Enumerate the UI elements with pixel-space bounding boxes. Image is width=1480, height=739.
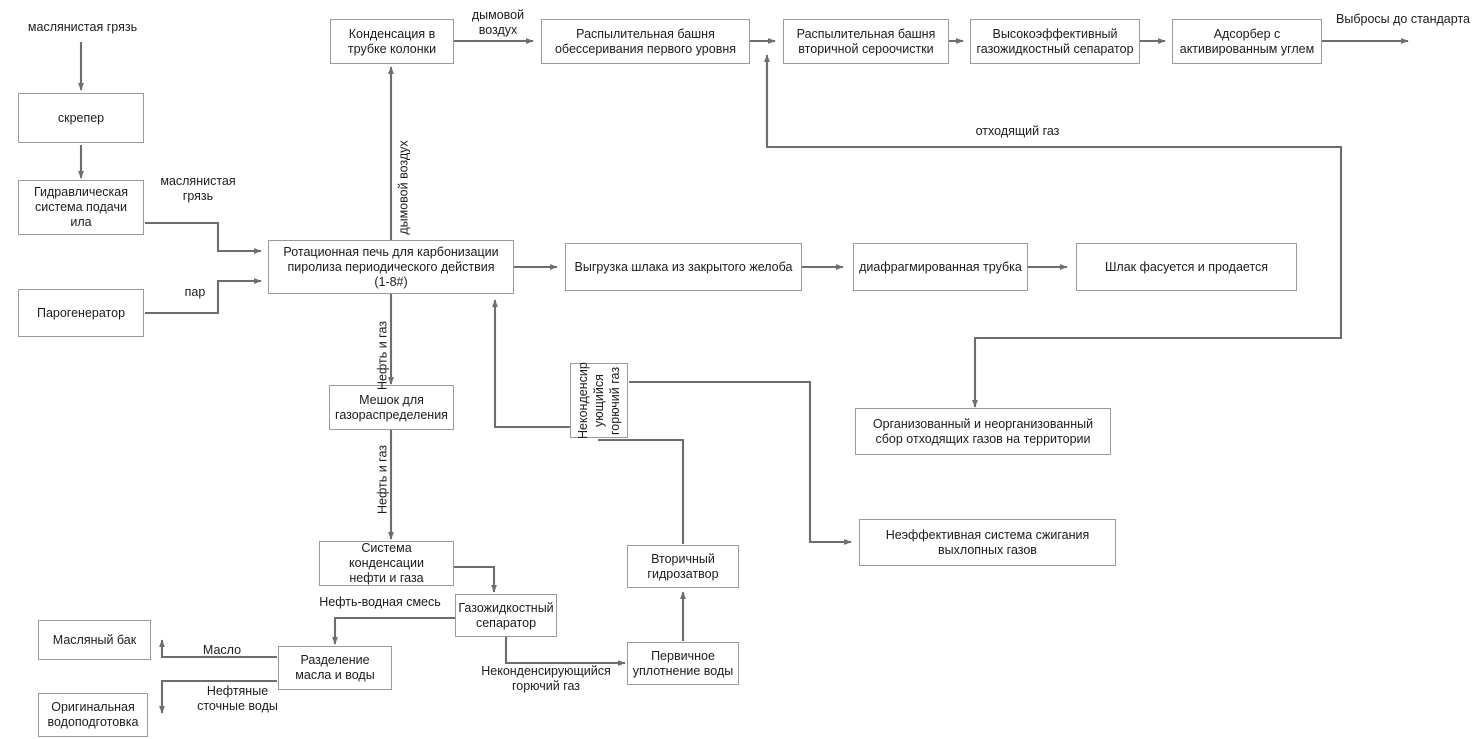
node-activated-carbon-adsorber[interactable]: Адсорбер с активированным углем <box>1172 19 1322 64</box>
node-high-efficiency-gas-liquid-separator[interactable]: Высокоэффективный газожидкостный сепарат… <box>970 19 1140 64</box>
wire-waste-gas-loop <box>765 63 1343 408</box>
label-steam: пар <box>184 285 206 299</box>
label-oily-sludge-mid: маслянистая грязь <box>160 174 236 203</box>
node-spray-tower-first[interactable]: Распылительная башня обессеривания перво… <box>541 19 750 64</box>
node-slag-packed-sold[interactable]: Шлак фасуется и продается <box>1076 243 1297 291</box>
node-rotary-kiln[interactable]: Ротационная печь для карбонизации пироли… <box>268 240 514 294</box>
node-hydraulic-sludge-feed[interactable]: Гидравлическая система подачи ила <box>18 180 144 235</box>
node-scraper[interactable]: скрепер <box>18 93 144 143</box>
node-secondary-water-seal[interactable]: Вторичный гидрозатвор <box>627 545 739 588</box>
node-column-tube-condensation[interactable]: Конденсация в трубке колонки <box>330 19 454 64</box>
node-diaphragm-tube[interactable]: диафрагмированная трубка <box>853 243 1028 291</box>
node-original-water-treatment[interactable]: Оригинальная водоподготовка <box>38 693 148 737</box>
wire-noncond-to-incineration <box>629 380 852 546</box>
label-oil-and-gas-upper: Нефть и газ <box>375 321 390 390</box>
node-spray-tower-second[interactable]: Распылительная башня вторичной сероочист… <box>783 19 949 64</box>
node-oil-tank[interactable]: Масляный бак <box>38 620 151 660</box>
node-inefficient-incineration[interactable]: Неэффективная система сжигания выхлопных… <box>859 519 1116 566</box>
node-gas-liquid-separator[interactable]: Газожидкостный сепаратор <box>455 594 557 637</box>
label-flue-air-top: дымовой воздух <box>471 8 525 37</box>
node-oil-gas-condensation-system[interactable]: Система конденсации нефти и газа <box>319 541 454 586</box>
label-oil-and-gas-lower: Нефть и газ <box>375 445 390 514</box>
wire-separator-to-primary <box>504 637 626 667</box>
label-oily-wastewater: Нефтяные сточные воды <box>197 684 278 713</box>
wire-hydraulic-to-kiln <box>145 221 262 255</box>
node-steam-generator[interactable]: Парогенератор <box>18 289 144 337</box>
node-organized-collection[interactable]: Организованный и неорганизованный сбор о… <box>855 408 1111 455</box>
node-gas-distribution-bag[interactable]: Мешок для газораспределения <box>329 385 454 430</box>
node-primary-water-compaction[interactable]: Первичное уплотнение воды <box>627 642 739 685</box>
node-slag-discharge[interactable]: Выгрузка шлака из закрытого желоба <box>565 243 802 291</box>
wire-secondary-to-noncond <box>598 438 685 544</box>
wire-separator-to-oilwater <box>331 616 455 645</box>
label-waste-gas: отходящий газ <box>975 124 1060 138</box>
label-noncondensable-flammable-gas: Неконденсирующийся горючий газ <box>481 664 611 693</box>
node-oil-water-separation[interactable]: Разделение масла и воды <box>278 646 392 690</box>
label-oil-water-mixture: Нефть-водная смесь <box>319 595 441 609</box>
label-emissions-standard: Выбросы до стандарта <box>1336 12 1470 26</box>
label-flue-air-vertical: дымовой воздух <box>396 140 411 235</box>
wire-noncond-to-kiln <box>492 299 570 429</box>
label-oily-sludge-input: маслянистая грязь <box>27 20 138 34</box>
label-oil: Масло <box>202 643 242 657</box>
node-noncondensable-gas[interactable]: Неконденсир ующийся горючий газ <box>570 362 628 439</box>
wire-condensation-to-separator <box>454 565 497 593</box>
